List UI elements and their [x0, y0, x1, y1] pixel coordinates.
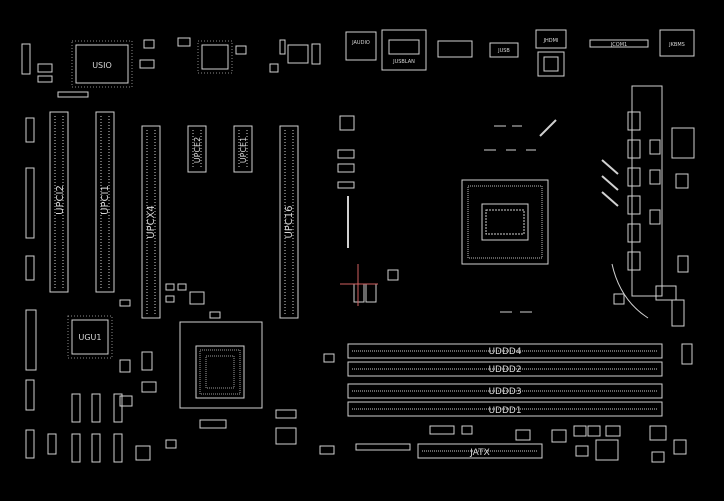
- cpu-area-components: [484, 119, 619, 313]
- usio-label: USIO: [92, 61, 112, 70]
- upce2-label: UPCE2: [193, 137, 202, 163]
- uddd3-label: UDDD3: [488, 387, 521, 397]
- upcx4-label: UPCX4: [146, 205, 157, 239]
- ddr-slot-uddd4[interactable]: UDDD4: [347, 343, 663, 359]
- jkbms-connector[interactable]: JKBMS: [659, 29, 695, 57]
- pci-slot-upci2[interactable]: UPCI2: [49, 111, 69, 293]
- ddr-slot-uddd2[interactable]: UDDD2: [347, 361, 663, 377]
- jatx-connector[interactable]: JATX: [417, 443, 543, 459]
- pcie-slot-upce1[interactable]: UPCE1: [233, 125, 253, 173]
- jatx-label: JATX: [469, 448, 490, 458]
- svg-text:JUSBLAN: JUSBLAN: [392, 59, 415, 65]
- svg-text:JAUDIO: JAUDIO: [351, 40, 370, 46]
- bottom-left-headers: [47, 393, 177, 463]
- ddr-slot-uddd3[interactable]: UDDD3: [347, 383, 663, 399]
- usio-chip[interactable]: USIO: [71, 40, 133, 88]
- svg-text:JCOM1: JCOM1: [610, 42, 627, 48]
- jusblan-connector[interactable]: JUSBLAN: [381, 29, 427, 71]
- pcie-slot-upce2[interactable]: UPCE2: [187, 125, 207, 173]
- ugu1-label: UGU1: [79, 333, 102, 342]
- svg-text:JUSB: JUSB: [497, 48, 510, 54]
- vga-connector[interactable]: [437, 40, 473, 58]
- chipset-area-components: [119, 351, 297, 445]
- jaudio-connector[interactable]: JAUDIO: [345, 31, 377, 61]
- middle-components: [323, 115, 399, 363]
- svg-text:JHDMI: JHDMI: [543, 38, 559, 44]
- jcom-connector[interactable]: JCOM1: [589, 39, 649, 48]
- svg-text:JKBMS: JKBMS: [668, 42, 685, 48]
- upci1-label: UPCI1: [100, 185, 111, 215]
- left-edge-headers: [25, 117, 37, 459]
- upci2-label: UPCI2: [55, 185, 66, 215]
- pcie-slot-upc16[interactable]: UPC16: [279, 125, 299, 319]
- vrm-region: [611, 85, 695, 365]
- ddr-slot-uddd1[interactable]: UDDD1: [347, 401, 663, 417]
- uddd2-label: UDDD2: [488, 365, 521, 375]
- pcie-slot-upcx4[interactable]: UPCX4: [141, 125, 161, 319]
- top-middle-components: [177, 37, 321, 74]
- uddd1-label: UDDD1: [488, 406, 521, 416]
- jusb-connector[interactable]: JUSB: [489, 42, 519, 58]
- slot-area-components: [119, 283, 221, 373]
- chipset-bga[interactable]: [179, 321, 263, 409]
- ugu1-chip[interactable]: UGU1: [67, 315, 113, 359]
- upc16-label: UPC16: [284, 205, 295, 238]
- pci-slot-upci1[interactable]: UPCI1: [95, 111, 115, 293]
- jhdmi-connector[interactable]: JHDMI: [535, 29, 567, 77]
- upce1-label: UPCE1: [239, 137, 248, 163]
- top-left-components: [21, 39, 155, 98]
- uddd4-label: UDDD4: [488, 347, 521, 357]
- bottom-components: [319, 425, 687, 463]
- crosshair-marker: [340, 264, 378, 306]
- cpu-socket[interactable]: [461, 179, 549, 265]
